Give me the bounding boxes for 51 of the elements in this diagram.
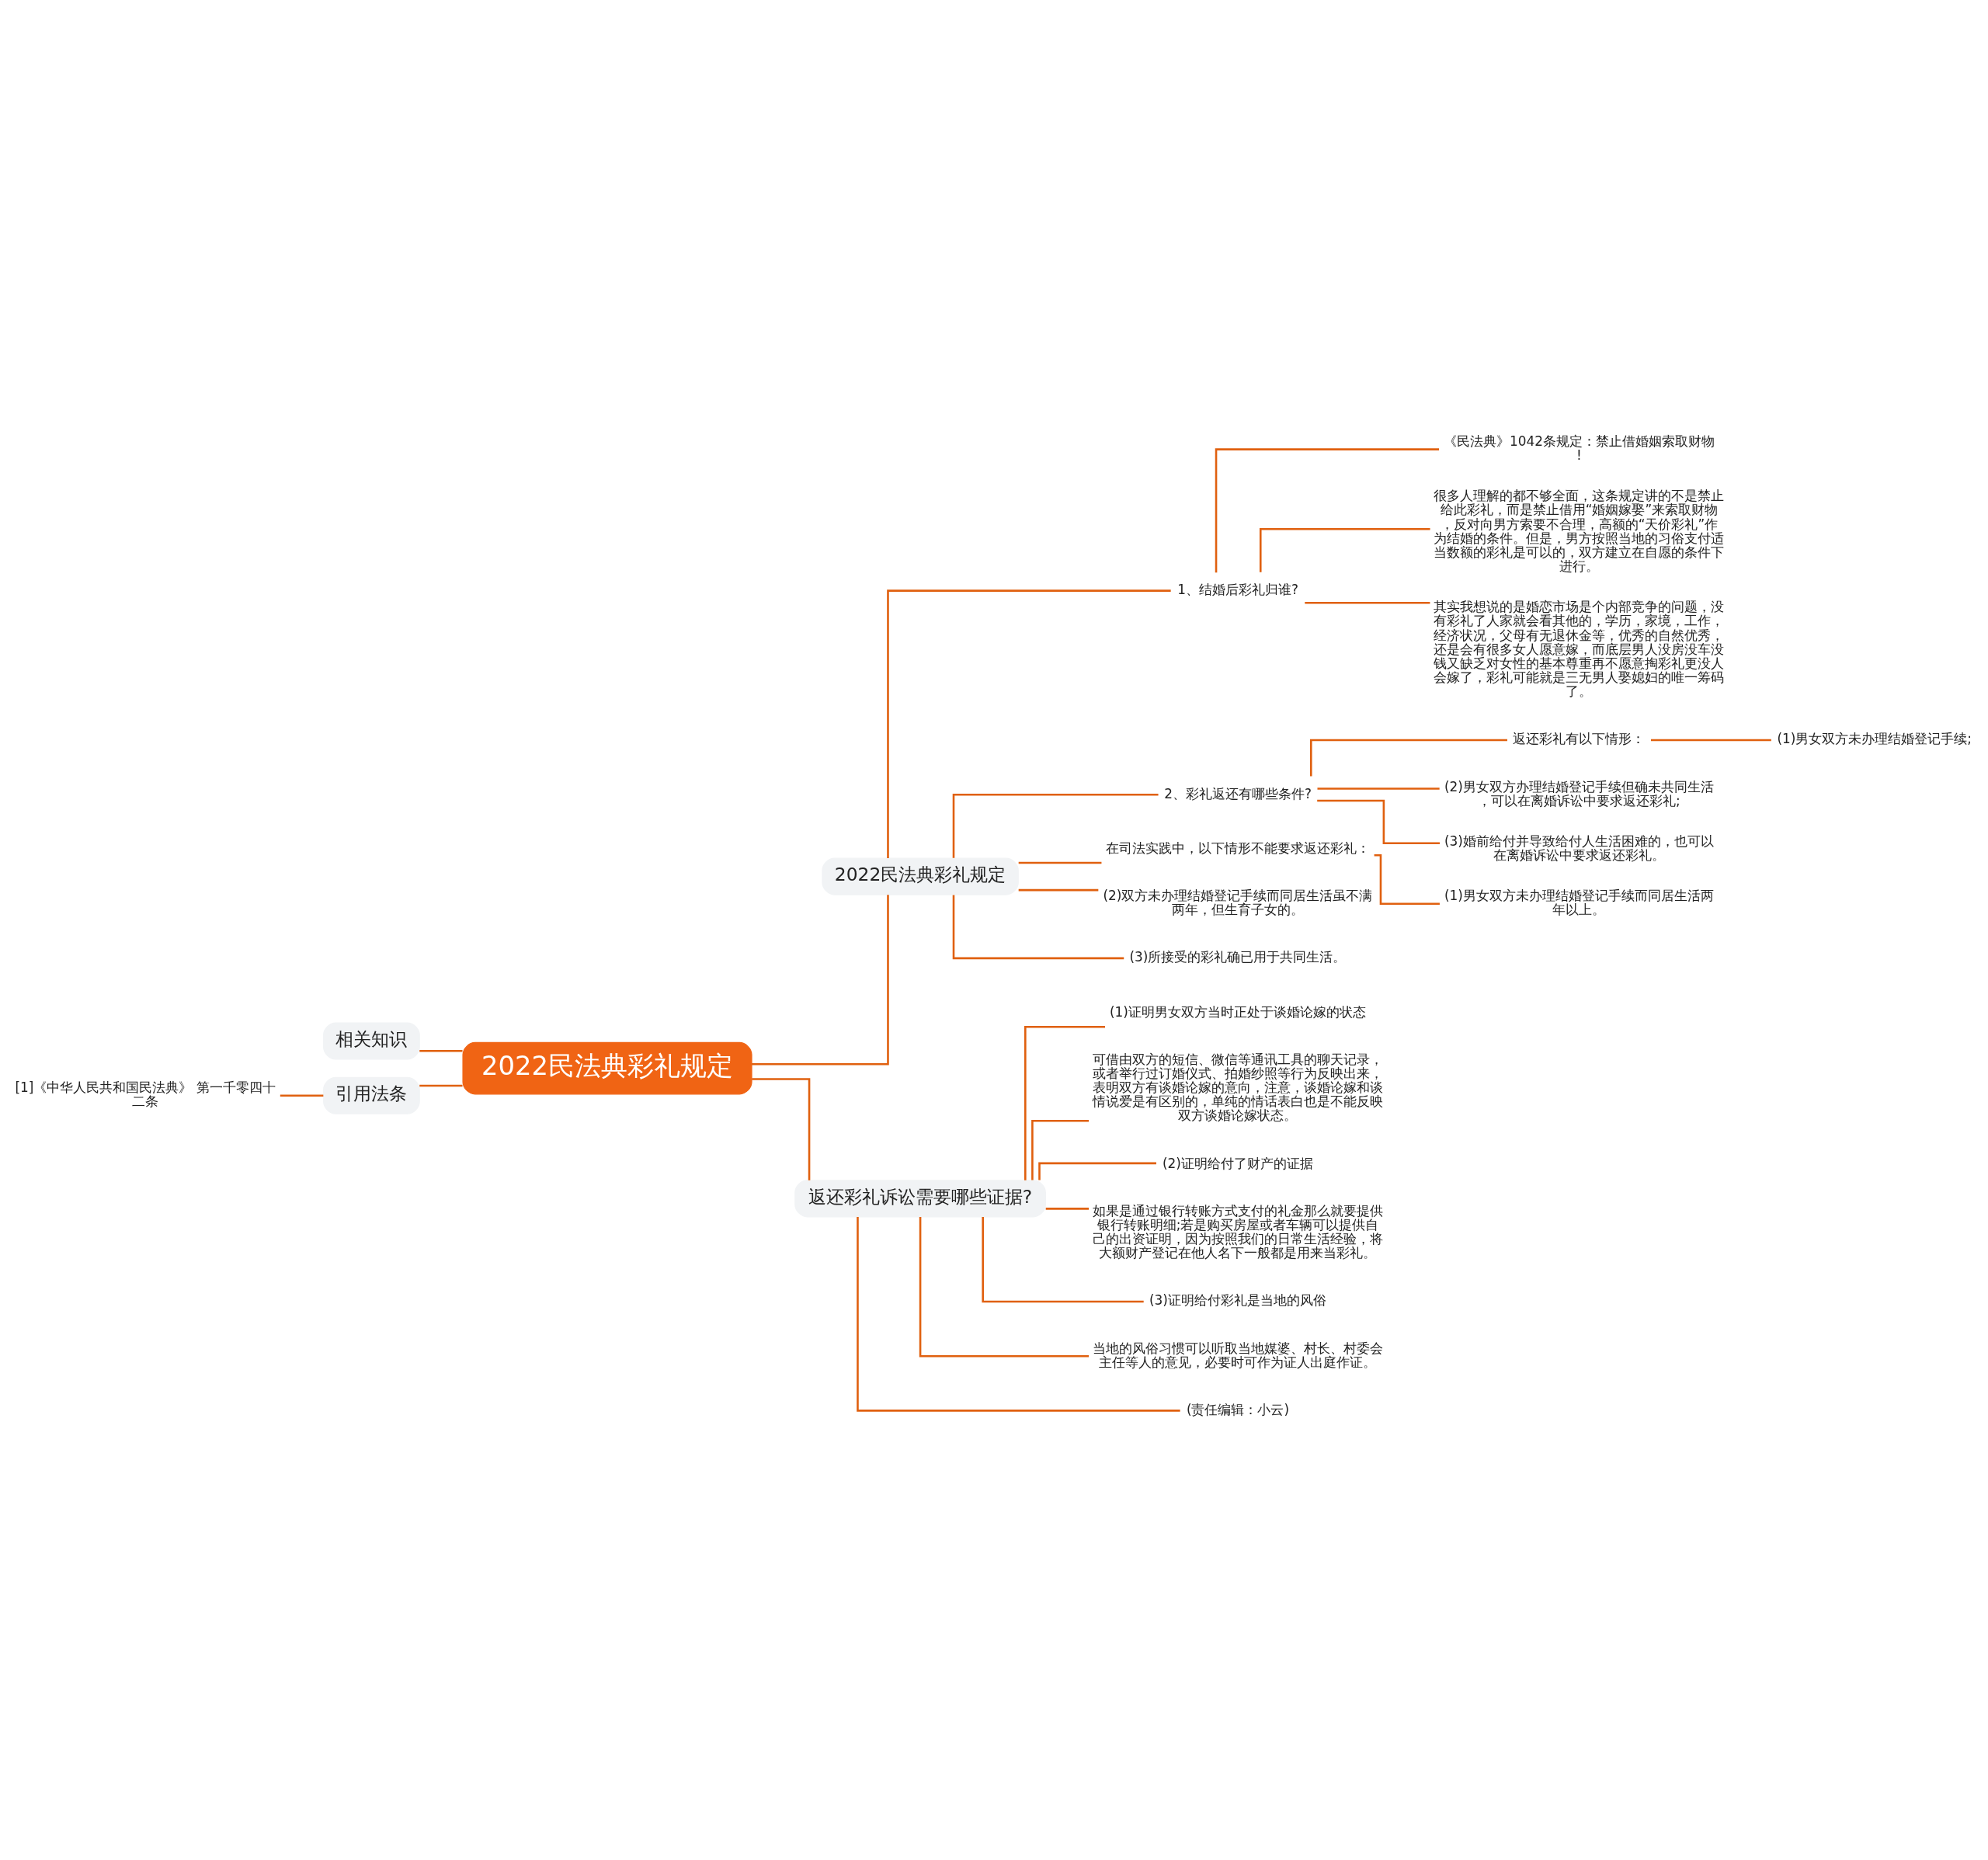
node-text: 在司法实践中，以下情形不能要求返还彩礼： xyxy=(1106,840,1370,856)
node-text: (1)证明男女双方当时正处于谈婚论嫁的状态 xyxy=(1110,1003,1366,1020)
node-text: 《民法典》1042条规定：禁止借婚姻索取财物! xyxy=(1443,433,1715,464)
connector xyxy=(752,895,889,1066)
connector xyxy=(1024,1026,1105,1180)
node-text: [1]《中华人民共和国民法典》 第一千零四十二条 xyxy=(15,1079,276,1110)
connector xyxy=(952,895,1124,960)
node-text: 2、彩礼返还有哪些条件? xyxy=(1164,785,1312,801)
node-box: 返还彩礼诉讼需要哪些证据? xyxy=(794,1180,1046,1218)
node-text: 可借由双方的短信、微信等通讯工具的聊天记录，或者举行过订婚仪式、拍婚纱照等行为反映出来，表明双方有谈婚论嫁的意向，注意，谈婚论嫁和谈情说爱是有区别的，单纯的情话表白也是不能反映双方谈婚论嫁状态。 xyxy=(1093,1051,1383,1124)
connector xyxy=(1317,799,1440,844)
node-text: (2)双方未办理结婚登记手续而同居生活虽不满两年，但生育子女的。 xyxy=(1103,888,1373,918)
connector xyxy=(1651,739,1771,742)
node-box: 2022民法典彩礼规定 xyxy=(462,1041,752,1095)
connector xyxy=(280,1094,324,1097)
connector xyxy=(1031,1119,1090,1180)
node-box: 2022民法典彩礼规定 xyxy=(822,857,1019,895)
connector xyxy=(1317,787,1440,790)
node-text: (1)男女双方未办理结婚登记手续; xyxy=(1777,731,1972,747)
node-text: 当地的风俗习惯可以听取当地媒婆、村长、村委会主任等人的意见，必要时可作为证人出庭作证。 xyxy=(1093,1340,1383,1370)
connector xyxy=(752,1078,811,1180)
connector xyxy=(887,589,1171,858)
connector xyxy=(419,1049,463,1052)
connector xyxy=(1018,888,1099,892)
node-text: (1)男女双方未办理结婚登记手续而同居生活两年以上。 xyxy=(1444,888,1714,918)
node-text: 1、结婚后彩礼归谁? xyxy=(1177,582,1298,598)
node-text: 很多人理解的都不够全面，这条规定讲的不是禁止给此彩礼，而是禁止借用“婚姻嫁娶”来索取财物，反对向男方索要不合理，高额的“天价彩礼”作为结婚的条件。但是，男方按照当地的习俗支付适当数额的彩礼是可以的，双方建立在自愿的条件下进行。 xyxy=(1434,488,1725,575)
node-text: (2)证明给付了财产的证据 xyxy=(1163,1155,1313,1171)
node-text: (3)婚前给付并导致给付人生活困难的，也可以在离婚诉讼中要求返还彩礼。 xyxy=(1444,833,1714,864)
connector xyxy=(857,1217,1180,1412)
node-text: (责任编辑：小云) xyxy=(1186,1401,1290,1417)
connector xyxy=(982,1217,1144,1303)
node-text: 如果是通过银行转账方式支付的礼金那么就要提供银行转账明细;若是购买房屋或者车辆可以提供自己的出资证明，因为按照我们的日常生活经验，将大额财产登记在他人名下一般都是用来当彩礼。 xyxy=(1093,1202,1383,1261)
node-text: (3)所接受的彩礼确已用于共同生活。 xyxy=(1129,949,1347,965)
connector xyxy=(1309,739,1507,777)
connector xyxy=(1215,448,1440,573)
connector xyxy=(1259,528,1430,572)
node-text: 其实我想说的是婚恋市场是个内部竞争的问题，没有彩礼了人家就会看其他的，学历，家境，工作，经济状况，父母有无退休金等，优秀的自然优秀，还是会有很多女人愿意嫁，而底层男人没房没车没钱又缺乏对女性的基本尊重再不愿意掏彩礼更没人会嫁了，彩礼可能就是三无男人娶媳妇的唯一筹码了。 xyxy=(1434,599,1725,700)
connector xyxy=(1305,601,1430,604)
connector xyxy=(419,1084,463,1087)
connector xyxy=(1374,854,1440,905)
connector xyxy=(919,1217,1090,1358)
node-text: (3)证明给付彩礼是当地的风俗 xyxy=(1149,1292,1326,1309)
connector xyxy=(1045,1208,1090,1210)
node-text: (2)男女双方办理结婚登记手续但确未共同生活，可以在离婚诉讼中要求返还彩礼; xyxy=(1444,778,1714,808)
node-box: 相关知识 xyxy=(323,1022,420,1060)
connector xyxy=(1018,861,1102,864)
node-box: 引用法条 xyxy=(323,1076,420,1114)
connector xyxy=(952,793,1159,858)
connector xyxy=(1038,1162,1156,1180)
node-text: 返还彩礼有以下情形： xyxy=(1513,731,1646,747)
